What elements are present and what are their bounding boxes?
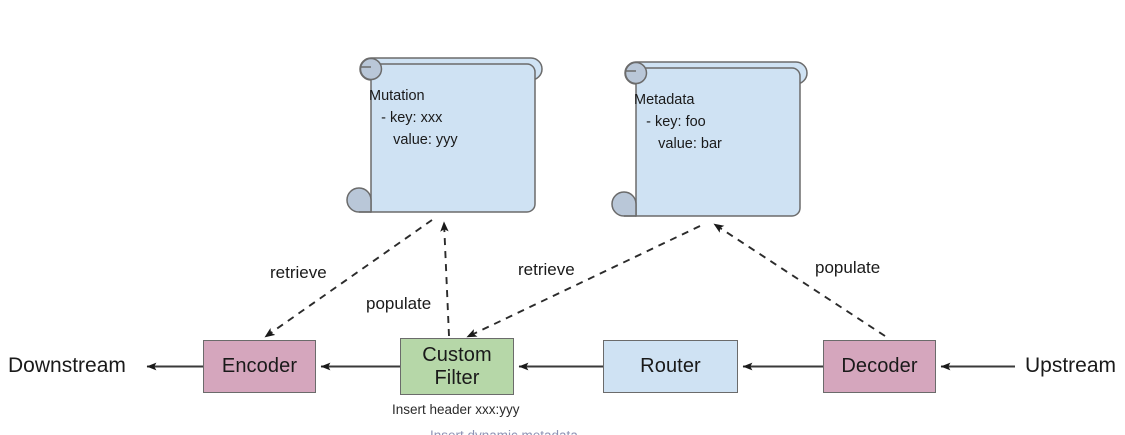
caption-insert-header: Insert header xxx:yyy bbox=[392, 402, 520, 417]
node-custom-filter[interactable]: Custom Filter bbox=[400, 338, 514, 395]
document-metadata: Metadata - key: foo value: bar bbox=[611, 56, 808, 219]
dashed-metadata-retrieve-filter bbox=[466, 225, 701, 338]
dashed-decoder-populate-metadata bbox=[713, 223, 886, 337]
endpoint-downstream: Downstream bbox=[8, 354, 126, 377]
endpoint-upstream: Upstream bbox=[1025, 354, 1117, 377]
node-custom-filter-label: Custom Filter bbox=[422, 343, 492, 389]
document-mutation-text: Mutation - key: xxx value: yyy bbox=[369, 88, 458, 149]
edge-label-retrieve-filter: retrieve bbox=[518, 260, 575, 279]
node-router[interactable]: Router bbox=[603, 340, 738, 393]
edge-label-retrieve-encoder: retrieve bbox=[270, 263, 327, 282]
node-decoder-label: Decoder bbox=[841, 355, 918, 378]
node-router-label: Router bbox=[640, 355, 701, 378]
node-encoder[interactable]: Encoder bbox=[203, 340, 316, 393]
edge-label-populate-decoder: populate bbox=[815, 258, 881, 277]
edge-label-populate-filter: populate bbox=[366, 294, 432, 313]
scroll-shape-metadata bbox=[611, 61, 808, 217]
node-decoder[interactable]: Decoder bbox=[823, 340, 936, 393]
caption-clipped-bottom: Insert dynamic metadata bbox=[430, 428, 578, 435]
document-mutation: Mutation - key: xxx value: yyy bbox=[346, 52, 543, 215]
document-metadata-text: Metadata - key: foo value: bar bbox=[634, 92, 722, 153]
scroll-shape-mutation bbox=[346, 57, 543, 213]
node-encoder-label: Encoder bbox=[221, 355, 298, 378]
dashed-filter-populate-mutation bbox=[440, 221, 450, 337]
